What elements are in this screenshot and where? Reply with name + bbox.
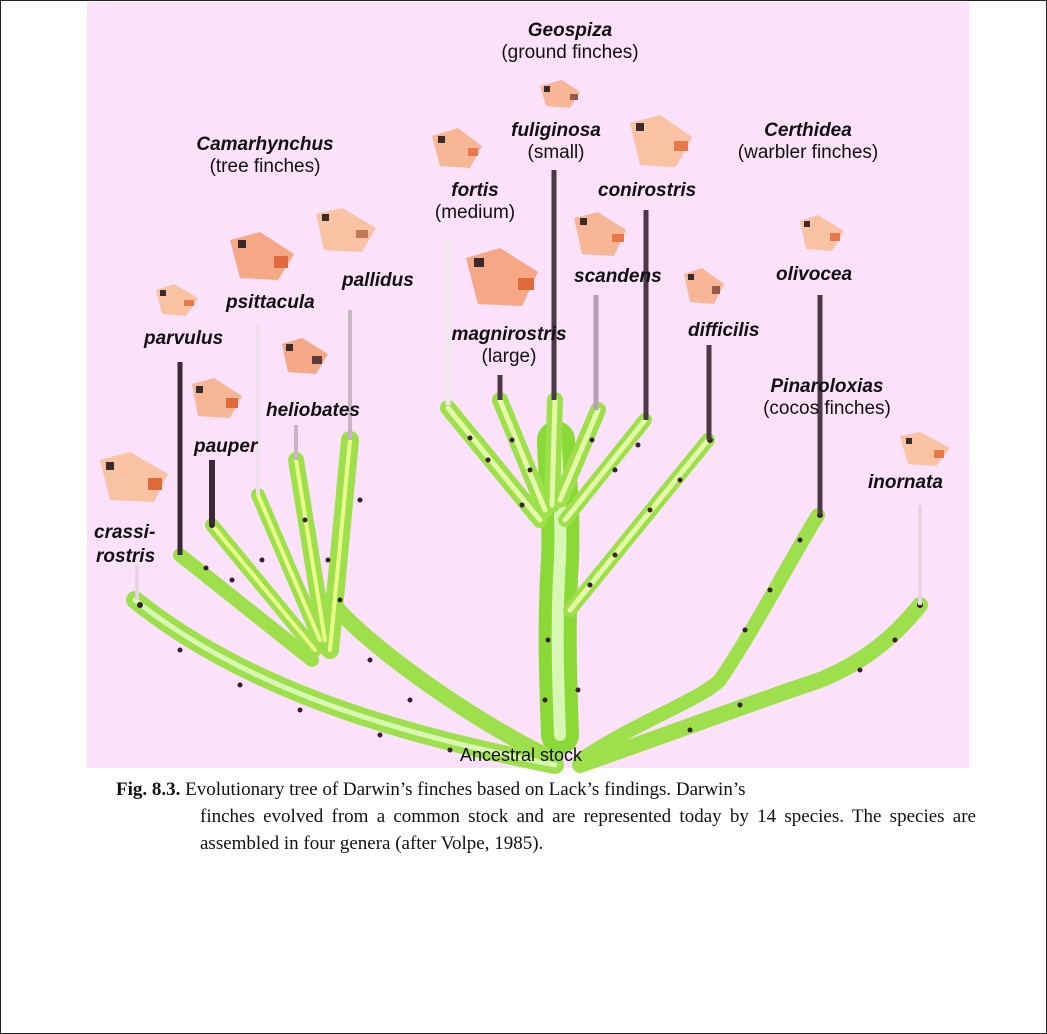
species-name-crassirostris-line1: crassi- [94, 522, 155, 544]
finch-icon-psittacula [230, 232, 294, 280]
genus-label-pinaroloxias: Pinaroloxias (cocos finches) [742, 376, 912, 420]
ancestral-stock-label: Ancestral stock [460, 744, 582, 766]
species-name-scandens: scandens [574, 266, 662, 288]
genus-label-certhidea: Certhidea (warbler finches) [718, 120, 898, 164]
genus-name-geospiza: Geospiza [480, 20, 660, 42]
species-note-magnirostris: (large) [434, 346, 584, 368]
caption-fig-label: Fig. 8.3. [116, 779, 180, 800]
finch-icon-fortis [432, 128, 482, 168]
species-name-pauper: pauper [194, 436, 257, 458]
finch-icon-crassirostris [100, 452, 168, 502]
genus-label-camarhynchus: Camarhynchus (tree finches) [170, 134, 360, 178]
caption-line1: Fig. 8.3. Evolutionary tree of Darwin’s … [116, 776, 976, 803]
finch-icon-pallidus [316, 208, 376, 252]
genus-name-certhidea: Certhidea [718, 120, 898, 142]
species-name-inornata: inornata [868, 472, 943, 494]
genus-common-certhidea: (warbler finches) [718, 142, 898, 164]
species-name-fortis: fortis [420, 180, 530, 202]
species-name-magnirostris: magnirostris [434, 324, 584, 346]
species-name-conirostris: conirostris [598, 180, 696, 202]
finch-icon-pauper [192, 378, 242, 418]
genus-common-geospiza: (ground finches) [480, 42, 660, 64]
species-name-pallidus: pallidus [342, 270, 414, 292]
genus-name-camarhynchus: Camarhynchus [170, 134, 360, 156]
species-name-olivocea: olivocea [776, 264, 852, 286]
genus-label-geospiza: Geospiza (ground finches) [480, 20, 660, 64]
finch-icon-heliobates [282, 338, 328, 374]
genus-name-pinaroloxias: Pinaroloxias [742, 376, 912, 398]
genus-common-pinaroloxias: (cocos finches) [742, 398, 912, 420]
finch-icon-difficilis [684, 268, 724, 304]
species-name-difficilis: difficilis [688, 320, 759, 342]
finch-icon-inornata [900, 432, 950, 466]
species-name-psittacula: psittacula [226, 292, 315, 314]
species-label-magnirostris: magnirostris (large) [434, 324, 584, 368]
species-note-fortis: (medium) [420, 202, 530, 224]
caption-line1-text: Evolutionary tree of Darwin’s finches ba… [185, 779, 745, 800]
species-label-fuliginosa: fuliginosa (small) [506, 120, 606, 164]
finch-icon-scandens [574, 212, 626, 256]
species-name-fuliginosa: fuliginosa [506, 120, 606, 142]
species-name-heliobates: heliobates [266, 400, 360, 422]
finch-icon-fuliginosa [540, 80, 580, 108]
finch-icon-conirostris [630, 115, 692, 167]
species-name-crassirostris-line2: rostris [96, 546, 155, 568]
species-name-parvulus: parvulus [144, 328, 223, 350]
caption-rest-text: finches evolved from a common stock and … [116, 803, 976, 857]
finch-icon-olivocea [800, 215, 844, 251]
genus-common-camarhynchus: (tree finches) [170, 156, 360, 178]
finch-icon-magnirostris [466, 248, 538, 306]
finch-icon-parvulus [156, 284, 198, 316]
species-label-fortis: fortis (medium) [420, 180, 530, 224]
species-note-fuliginosa: (small) [506, 142, 606, 164]
figure-caption: Fig. 8.3. Evolutionary tree of Darwin’s … [116, 776, 976, 857]
